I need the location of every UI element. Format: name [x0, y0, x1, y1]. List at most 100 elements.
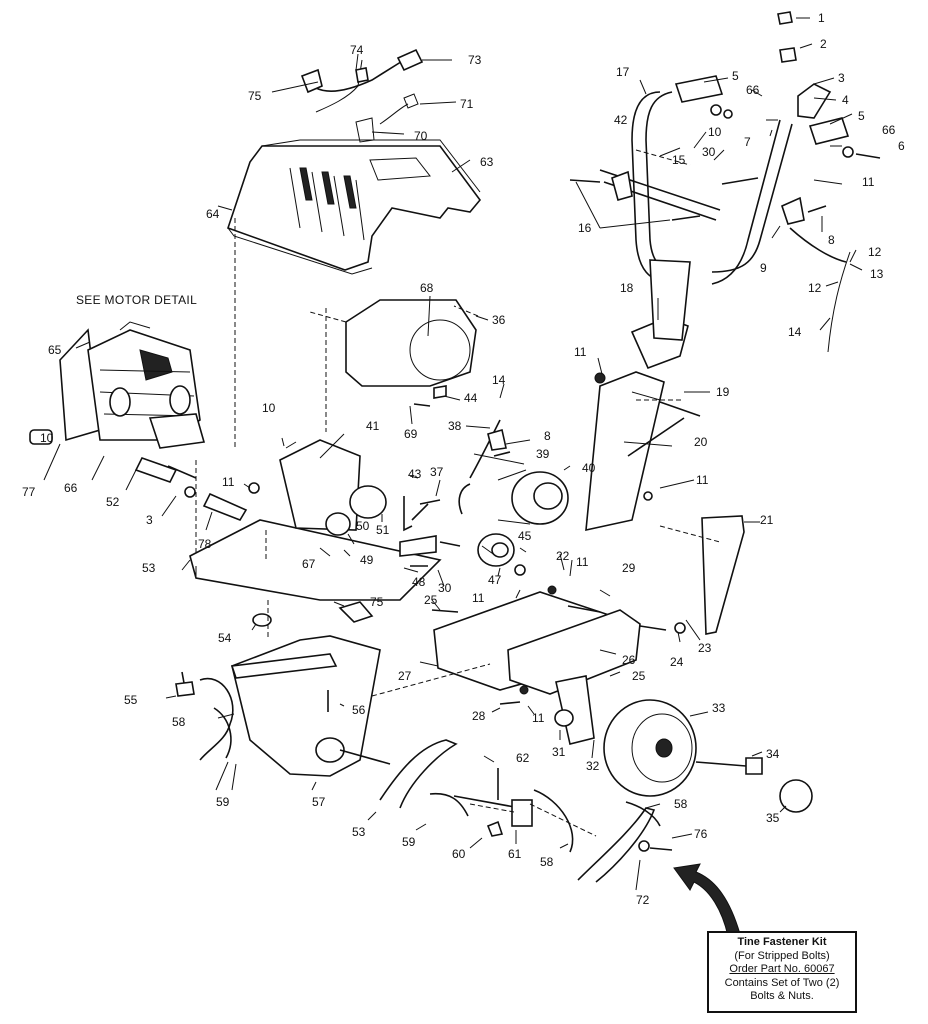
callout: 27	[398, 669, 412, 683]
kit-subtitle: (For Stripped Bolts)	[734, 949, 830, 962]
callout: 11	[472, 591, 485, 605]
callout: 12	[808, 281, 822, 295]
callout: 9	[760, 261, 767, 275]
callout: 76	[694, 827, 708, 841]
frame	[189, 439, 641, 745]
callout: 41	[366, 419, 380, 433]
callout: 10	[262, 401, 276, 415]
callout: 66	[64, 481, 78, 495]
callout: 68	[420, 281, 434, 295]
callout: 16	[578, 221, 592, 235]
callout: 53	[142, 561, 156, 575]
callout: 75	[248, 89, 262, 103]
callout: 25	[424, 593, 438, 607]
callout: 22	[556, 549, 570, 563]
callout: 8	[544, 429, 551, 443]
callout: 75	[370, 595, 384, 609]
callout: 56	[352, 703, 366, 717]
callout: 5	[858, 109, 865, 123]
callout: 32	[586, 759, 600, 773]
callout: 11	[862, 175, 875, 189]
callout: 77	[22, 485, 36, 499]
callout: 11	[696, 473, 709, 487]
handle-support	[585, 259, 691, 532]
callout: 40	[582, 461, 596, 475]
callout: 7	[744, 135, 751, 149]
callout: 66	[882, 123, 896, 137]
callout: 34	[766, 747, 780, 761]
callout: 50	[356, 519, 370, 533]
callout: 55	[124, 693, 138, 707]
motor-assembly	[29, 321, 206, 449]
pulleys	[325, 469, 569, 567]
wiring-harness	[300, 48, 424, 143]
callout: 13	[870, 267, 884, 281]
callout: 30	[438, 581, 452, 595]
callout: 37	[430, 465, 444, 479]
belt-cover	[345, 299, 477, 387]
callout: 31	[552, 745, 566, 759]
kit-contains: Contains Set of Two (2)	[724, 976, 840, 989]
callout: 21	[760, 513, 774, 527]
callout: 43	[408, 467, 422, 481]
callout: 11	[576, 555, 589, 569]
kit-title: Tine Fastener Kit	[737, 936, 827, 948]
callout: 10	[40, 431, 54, 445]
callout: 17	[616, 65, 630, 79]
assembly-lines	[195, 149, 721, 837]
engine-cover	[226, 139, 482, 275]
callout: 19	[716, 385, 730, 399]
callout: 1	[818, 11, 825, 25]
callout: 52	[106, 495, 120, 509]
callout: 66	[746, 83, 760, 97]
callout: 6	[898, 139, 905, 153]
callout: 72	[636, 893, 650, 907]
callout: 60	[452, 847, 466, 861]
callout: 61	[508, 847, 522, 861]
callout: 18	[620, 281, 634, 295]
callout: 53	[352, 825, 366, 839]
kit-items: Bolts & Nuts.	[750, 990, 814, 1002]
callout: 35	[766, 811, 780, 825]
motor-detail-label: SEE MOTOR DETAIL	[76, 293, 197, 307]
callout: 8	[828, 233, 835, 247]
callout: 12	[868, 245, 882, 259]
tines	[199, 677, 661, 883]
callout: 58	[540, 855, 554, 869]
callout: 48	[412, 575, 426, 589]
callout: 25	[632, 669, 646, 683]
callout: 74	[350, 43, 364, 57]
callout: 3	[146, 513, 153, 527]
callout: 36	[492, 313, 506, 327]
kit-arrow	[673, 863, 741, 937]
callout-labels: 1 2 3 4 5 66 7 5 66 6 17 42 10 15 30 11 …	[22, 11, 905, 907]
handle-assembly	[599, 75, 850, 285]
callout: 78	[198, 537, 212, 551]
callout: 23	[698, 641, 712, 655]
callout: 15	[672, 153, 686, 167]
callout: 70	[414, 129, 428, 143]
wheel	[603, 699, 813, 813]
callout: 2	[820, 37, 827, 51]
callout: 65	[48, 343, 62, 357]
callout: 44	[464, 391, 478, 405]
callout: 54	[218, 631, 232, 645]
callout: 51	[376, 523, 390, 537]
fasteners	[134, 11, 881, 852]
callout: 58	[172, 715, 186, 729]
tine-fastener-kit-box: Tine Fastener Kit (For Stripped Bolts) O…	[707, 931, 857, 1013]
callout: 10	[708, 125, 722, 139]
callout: 39	[536, 447, 550, 461]
callout: 30	[702, 145, 716, 159]
callout: 57	[312, 795, 326, 809]
callout: 33	[712, 701, 726, 715]
callout: 11	[222, 475, 235, 489]
callout: 28	[472, 709, 486, 723]
callout: 59	[216, 795, 230, 809]
callout: 5	[732, 69, 739, 83]
callout: 64	[206, 207, 220, 221]
callout: 67	[302, 557, 316, 571]
callout: 71	[460, 97, 474, 111]
callout: 63	[480, 155, 494, 169]
